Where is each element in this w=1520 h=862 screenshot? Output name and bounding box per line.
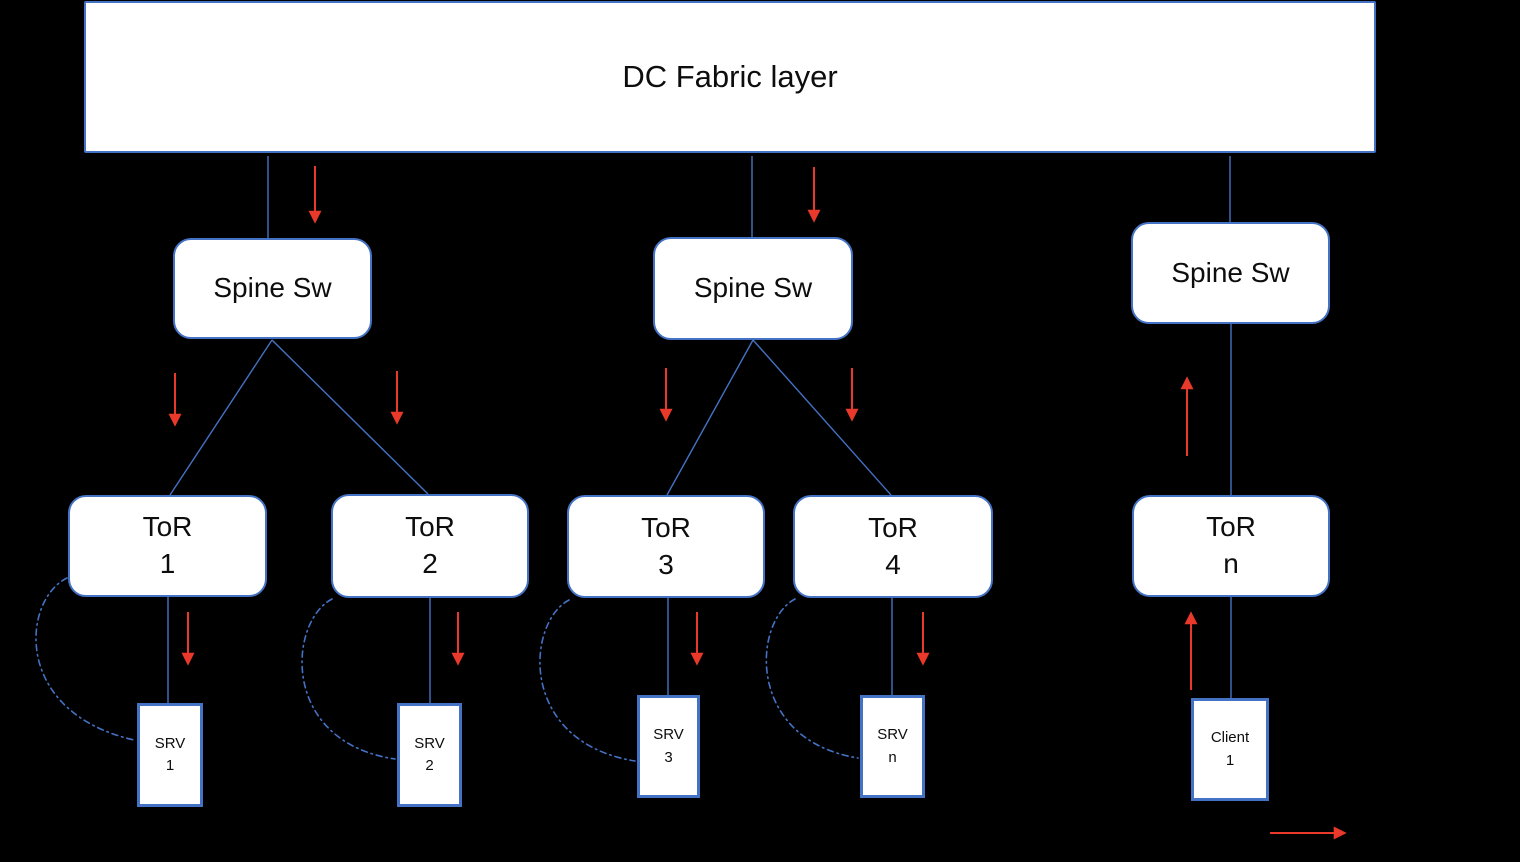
srv-name-1: SRV	[154, 734, 186, 752]
tor-name-1: ToR	[142, 511, 193, 543]
client-id-1: 1	[1225, 751, 1235, 769]
connector-spine1-tor2	[271, 339, 429, 495]
tor-id-n: n	[1223, 548, 1239, 579]
spine-sw-label-2: Spine Sw	[693, 272, 813, 304]
srv-name-2: SRV	[414, 734, 445, 752]
tor-node-n: ToR n	[1132, 495, 1330, 597]
tor-name-n: ToR	[1206, 511, 1256, 543]
loopback-arc-tor4-srvn	[765, 598, 859, 759]
srv-node-2: SRV 2	[397, 703, 462, 807]
srv-node-1: SRV 1	[137, 703, 203, 807]
connector-spine2-tor4	[752, 339, 892, 496]
tor-id-4: 4	[885, 548, 901, 580]
loopback-arc-tor1-srv1	[35, 577, 135, 741]
tor-node-1: ToR 1	[68, 495, 267, 597]
client-node-1: Client 1	[1191, 698, 1269, 801]
loopback-arc-tor3-srv3	[539, 599, 636, 762]
connector-spine2-tor3	[666, 339, 754, 496]
srv-name-n: SRV	[877, 726, 908, 743]
tor-id-1: 1	[159, 548, 176, 579]
srv-id-2: 2	[425, 757, 434, 774]
tor-node-4: ToR 4	[793, 495, 993, 598]
tor-id-2: 2	[422, 548, 438, 579]
srv-id-3: 3	[664, 748, 673, 766]
srv-node-n: SRV n	[860, 695, 925, 798]
srv-id-1: 1	[165, 757, 175, 774]
spine-sw-node-3: Spine Sw	[1131, 222, 1330, 324]
tor-name-3: ToR	[641, 511, 691, 543]
srv-id-n: n	[888, 748, 897, 766]
srv-node-3: SRV 3	[637, 695, 700, 798]
dc-fabric-box: DC Fabric layer	[84, 1, 1376, 153]
spine-sw-label-3: Spine Sw	[1171, 256, 1290, 288]
spine-sw-node-1: Spine Sw	[173, 238, 372, 339]
tor-name-2: ToR	[405, 511, 455, 543]
spine-sw-label-1: Spine Sw	[213, 272, 332, 304]
loopback-arc-tor2-srv2	[301, 598, 396, 760]
connector-spine1-tor1	[169, 339, 273, 496]
spine-sw-node-2: Spine Sw	[653, 237, 853, 340]
tor-node-2: ToR 2	[331, 494, 529, 598]
srv-name-3: SRV	[653, 726, 684, 743]
tor-node-3: ToR 3	[567, 495, 765, 598]
tor-name-4: ToR	[868, 511, 918, 543]
client-name-1: Client	[1210, 729, 1250, 746]
tor-id-3: 3	[658, 548, 674, 580]
dc-fabric-label: DC Fabric layer	[622, 58, 838, 94]
